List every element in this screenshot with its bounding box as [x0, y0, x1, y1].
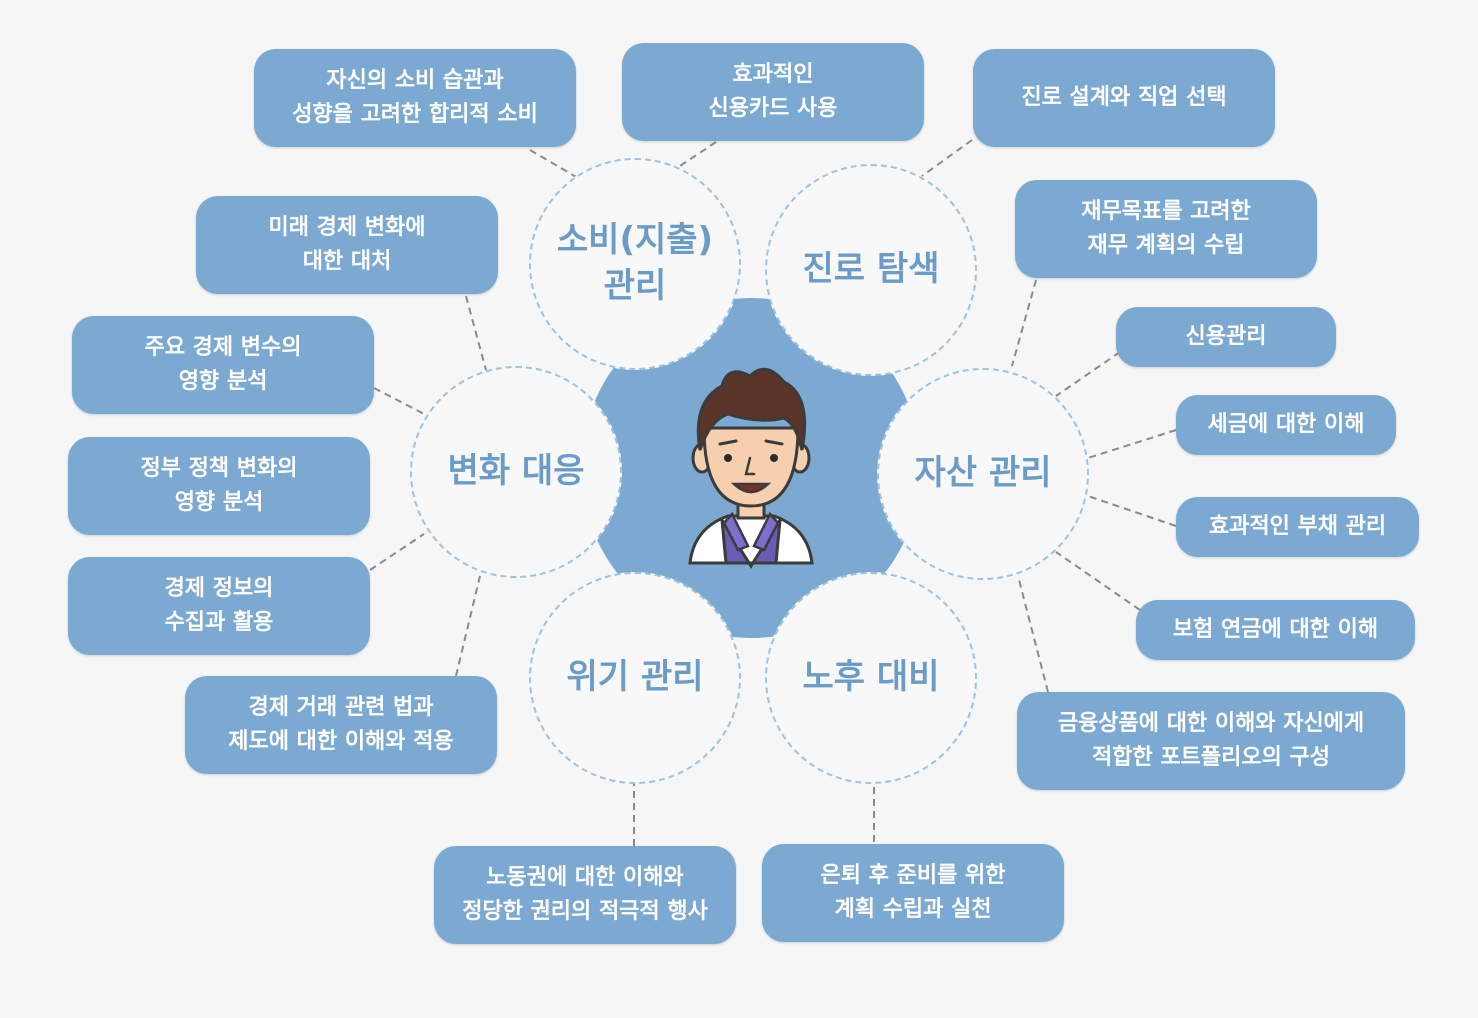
item-retire-prep-line2: 계획 수립과 실천: [834, 897, 992, 922]
category-spending: 소비(지출) 관리: [529, 158, 741, 370]
item-labor-rights-line1: 노동권에 대한 이해와: [486, 864, 684, 890]
item-credit-card-line2: 신용카드 사용: [708, 96, 838, 121]
item-portfolio-line1: 금융상품에 대한 이해와 자신에게: [1057, 710, 1365, 736]
item-economic-vars-line1: 주요 경제 변수의: [144, 334, 302, 360]
item-labor-rights-line2: 정당한 권리의 적극적 행사: [462, 899, 708, 924]
item-tax-line1: 세금에 대한 이해: [1207, 411, 1365, 437]
connector-insurance-pension: [1055, 551, 1141, 611]
item-insurance-pension-line1: 보험 연금에 대한 이해: [1172, 616, 1379, 642]
item-retire-prep-line1: 은퇴 후 준비를 위한: [820, 862, 1006, 888]
connector-portfolio: [1017, 575, 1049, 693]
category-career: 진로 탐색: [765, 164, 977, 376]
item-credit-card: 효과적인 신용카드 사용: [622, 43, 924, 141]
category-retirement-label: 노후 대비: [802, 657, 940, 698]
category-retirement: 노후 대비: [765, 572, 977, 784]
connector-economic-vars: [373, 387, 429, 417]
connector-legal-system: [455, 575, 481, 677]
category-career-label: 진로 탐색: [802, 249, 940, 290]
item-financial-plan: 재무목표를 고려한 재무 계획의 수립: [1015, 180, 1317, 278]
item-economic-vars: 주요 경제 변수의 영향 분석: [72, 316, 374, 414]
item-legal-system-line1: 경제 거래 관련 법과: [248, 694, 434, 720]
item-retire-prep: 은퇴 후 준비를 위한 계획 수립과 실천: [762, 844, 1064, 942]
connector-financial-plan: [1011, 279, 1037, 367]
category-asset: 자산 관리: [877, 368, 1089, 580]
item-economic-vars-line2: 영향 분석: [178, 369, 268, 394]
connector-info-usage: [369, 533, 425, 571]
item-future-change-line1: 미래 경제 변화에: [268, 214, 426, 240]
item-tax: 세금에 대한 이해: [1176, 395, 1396, 455]
item-career-choice-line1: 진로 설계와 직업 선택: [1021, 84, 1227, 110]
item-legal-system: 경제 거래 관련 법과 제도에 대한 이해와 적용: [185, 676, 497, 774]
connector-rational-consumption: [529, 149, 579, 179]
connector-debt: [1087, 495, 1177, 527]
connector-lines: [369, 139, 1177, 846]
item-policy-change-line2: 영향 분석: [174, 490, 264, 515]
item-debt: 효과적인 부채 관리: [1176, 497, 1419, 557]
item-rational-consumption: 자신의 소비 습관과 성향을 고려한 합리적 소비: [254, 49, 576, 147]
category-spending-line1: 소비(지출): [556, 220, 714, 261]
connector-future-change: [465, 295, 487, 371]
connector-career-choice: [921, 139, 973, 177]
item-insurance-pension: 보험 연금에 대한 이해: [1136, 600, 1415, 660]
item-career-choice: 진로 설계와 직업 선택: [973, 49, 1275, 147]
category-asset-label: 자산 관리: [914, 453, 1052, 494]
item-policy-change: 정부 정책 변화의 영향 분석: [68, 437, 370, 535]
item-info-usage-line2: 수집과 활용: [164, 610, 274, 635]
category-spending-line2: 관리: [603, 266, 667, 306]
item-future-change-line2: 대한 대처: [302, 249, 392, 274]
item-future-change: 미래 경제 변화에 대한 대처: [196, 196, 498, 294]
item-rational-consumption-line1: 자신의 소비 습관과: [326, 67, 504, 93]
item-financial-plan-line1: 재무목표를 고려한: [1081, 198, 1251, 224]
person-avatar-icon: [688, 367, 814, 569]
item-info-usage: 경제 정보의 수집과 활용: [68, 557, 370, 655]
item-credit-mgmt-line1: 신용관리: [1185, 323, 1267, 349]
connector-credit-mgmt: [1055, 351, 1121, 397]
connector-credit-card: [679, 141, 717, 167]
connector-tax: [1087, 429, 1177, 459]
item-financial-plan-line2: 재무 계획의 수립: [1087, 233, 1245, 258]
item-legal-system-line2: 제도에 대한 이해와 적용: [228, 729, 454, 754]
item-debt-line1: 효과적인 부채 관리: [1208, 513, 1387, 539]
category-change: 변화 대응: [410, 366, 622, 578]
category-change-label: 변화 대응: [447, 451, 585, 492]
category-crisis: 위기 관리: [529, 572, 741, 784]
category-crisis-label: 위기 관리: [566, 657, 704, 698]
item-rational-consumption-line2: 성향을 고려한 합리적 소비: [292, 102, 538, 127]
item-portfolio: 금융상품에 대한 이해와 자신에게 적합한 포트폴리오의 구성: [1017, 692, 1405, 790]
item-portfolio-line2: 적합한 포트폴리오의 구성: [1092, 745, 1330, 770]
item-policy-change-line1: 정부 정책 변화의: [140, 455, 298, 481]
item-info-usage-line1: 경제 정보의: [164, 575, 274, 601]
item-credit-mgmt: 신용관리: [1116, 307, 1336, 367]
item-credit-card-line1: 효과적인: [732, 61, 814, 87]
item-labor-rights: 노동권에 대한 이해와 정당한 권리의 적극적 행사: [434, 846, 736, 944]
